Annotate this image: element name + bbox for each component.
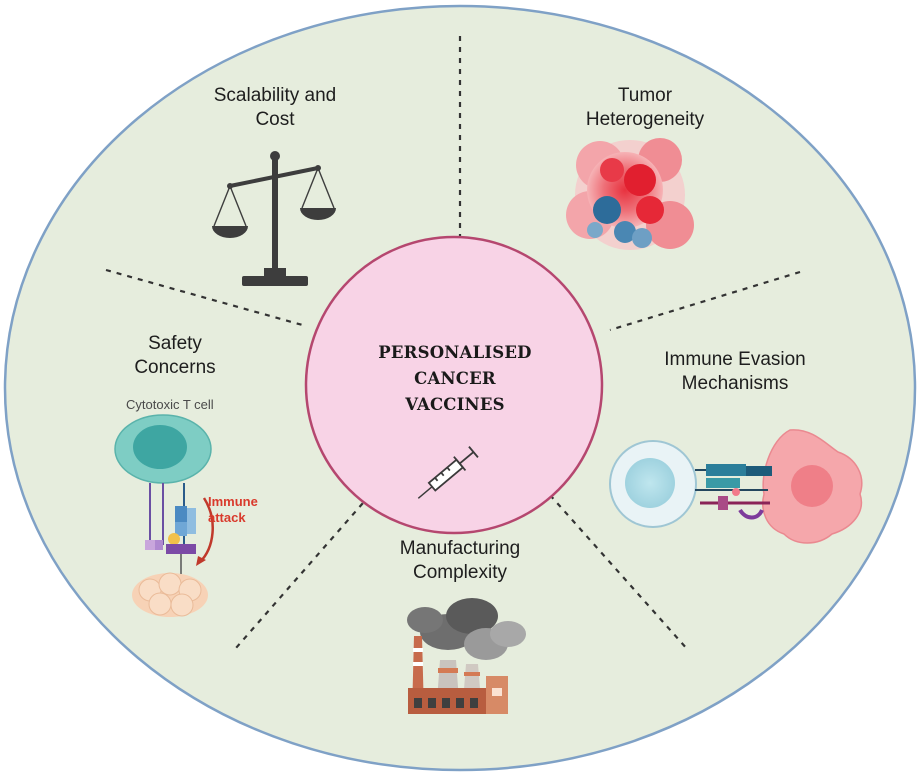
label-scalability: Scalability and Cost — [175, 84, 375, 132]
divider-bottom-left — [235, 494, 371, 649]
label-safety: Safety Concerns — [105, 332, 245, 380]
label-scalability-line-1: Scalability and — [213, 85, 337, 106]
center-title-line-1: PERSONALISED — [378, 343, 532, 362]
label-tumor: Tumor Heterogeneity — [545, 84, 745, 132]
label-tumor-line-1: Tumor — [617, 85, 673, 106]
label-immune-attack-line-1: Immune — [208, 494, 258, 509]
label-cytotoxic-t-cell: Cytotoxic T cell — [126, 397, 214, 412]
label-safety-line-1: Safety — [148, 333, 202, 354]
divider-left — [105, 268, 307, 328]
balance-scale-icon — [212, 151, 336, 286]
label-immune-evasion-line-1: Immune Evasion — [664, 349, 806, 370]
syringe-icon — [417, 446, 479, 499]
label-manufacturing-line-2: Complexity — [413, 562, 507, 583]
divider-bottom-right — [549, 494, 689, 651]
label-immune-attack-line-2: attack — [208, 510, 246, 525]
center-title: PERSONALISED CANCER VACCINES — [330, 340, 580, 418]
t-cell-tumor-interaction-icon — [609, 429, 863, 544]
label-tumor-line-2: Heterogeneity — [585, 109, 705, 130]
label-safety-line-2: Concerns — [134, 357, 216, 378]
label-scalability-line-2: Cost — [255, 109, 295, 130]
factory-icon — [407, 598, 526, 714]
center-circle — [304, 235, 604, 535]
center-title-line-2: CANCER — [414, 369, 496, 388]
divider-right — [609, 270, 801, 332]
label-immune-evasion: Immune Evasion Mechanisms — [635, 348, 835, 396]
label-immune-attack: Immune attack — [208, 494, 258, 526]
label-manufacturing: Manufacturing Complexity — [360, 537, 560, 585]
dividers — [105, 36, 801, 651]
label-manufacturing-line-1: Manufacturing — [399, 538, 521, 559]
cytotoxic-t-cell-icon — [114, 414, 214, 617]
label-immune-evasion-line-2: Mechanisms — [681, 373, 789, 394]
tumor-cell-cluster-icon — [566, 138, 694, 250]
center-title-line-3: VACCINES — [405, 395, 505, 414]
